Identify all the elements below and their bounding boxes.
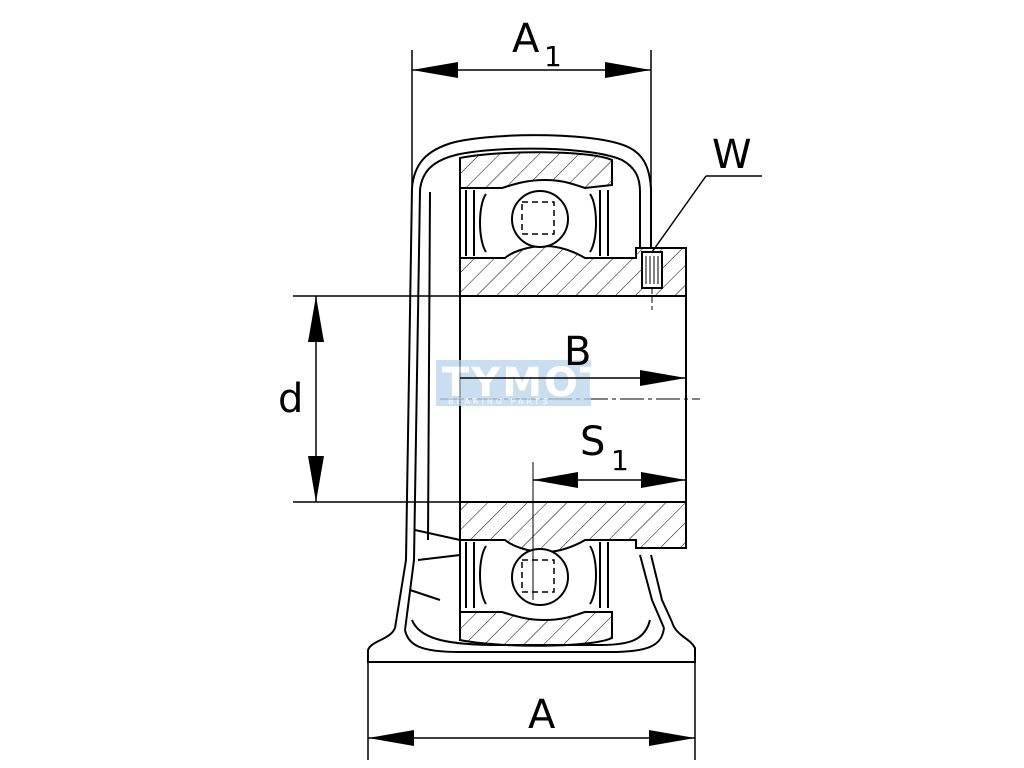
dimension-a — [367, 662, 696, 760]
label-s1: S — [580, 419, 605, 465]
outer-ring-bottom — [459, 611, 613, 647]
seals — [465, 190, 609, 608]
ball-bottom — [511, 548, 569, 606]
inner-ring-bottom — [459, 501, 687, 554]
watermark: TYMOTY BEARING PARTS — [436, 360, 640, 406]
watermark-text: TYMOTY — [442, 360, 640, 406]
label-b: B — [564, 329, 591, 375]
label-a: A — [528, 692, 556, 738]
label-s1-sub: 1 — [611, 444, 629, 477]
label-w: W — [712, 132, 752, 178]
housing — [367, 134, 696, 663]
dimension-a1 — [411, 50, 652, 190]
outer-ring-top — [459, 151, 613, 190]
watermark-subtext: BEARING PARTS — [448, 397, 550, 406]
dimension-b — [460, 370, 686, 386]
ball-top — [511, 190, 569, 248]
dimension-s1 — [533, 472, 686, 488]
dimension-d — [293, 295, 460, 503]
label-d: d — [278, 376, 303, 422]
label-a1-sub: 1 — [544, 40, 562, 73]
inner-ring-top — [459, 244, 687, 297]
label-a1: A — [512, 16, 540, 62]
dimension-w — [651, 175, 762, 253]
set-screw — [641, 251, 663, 310]
